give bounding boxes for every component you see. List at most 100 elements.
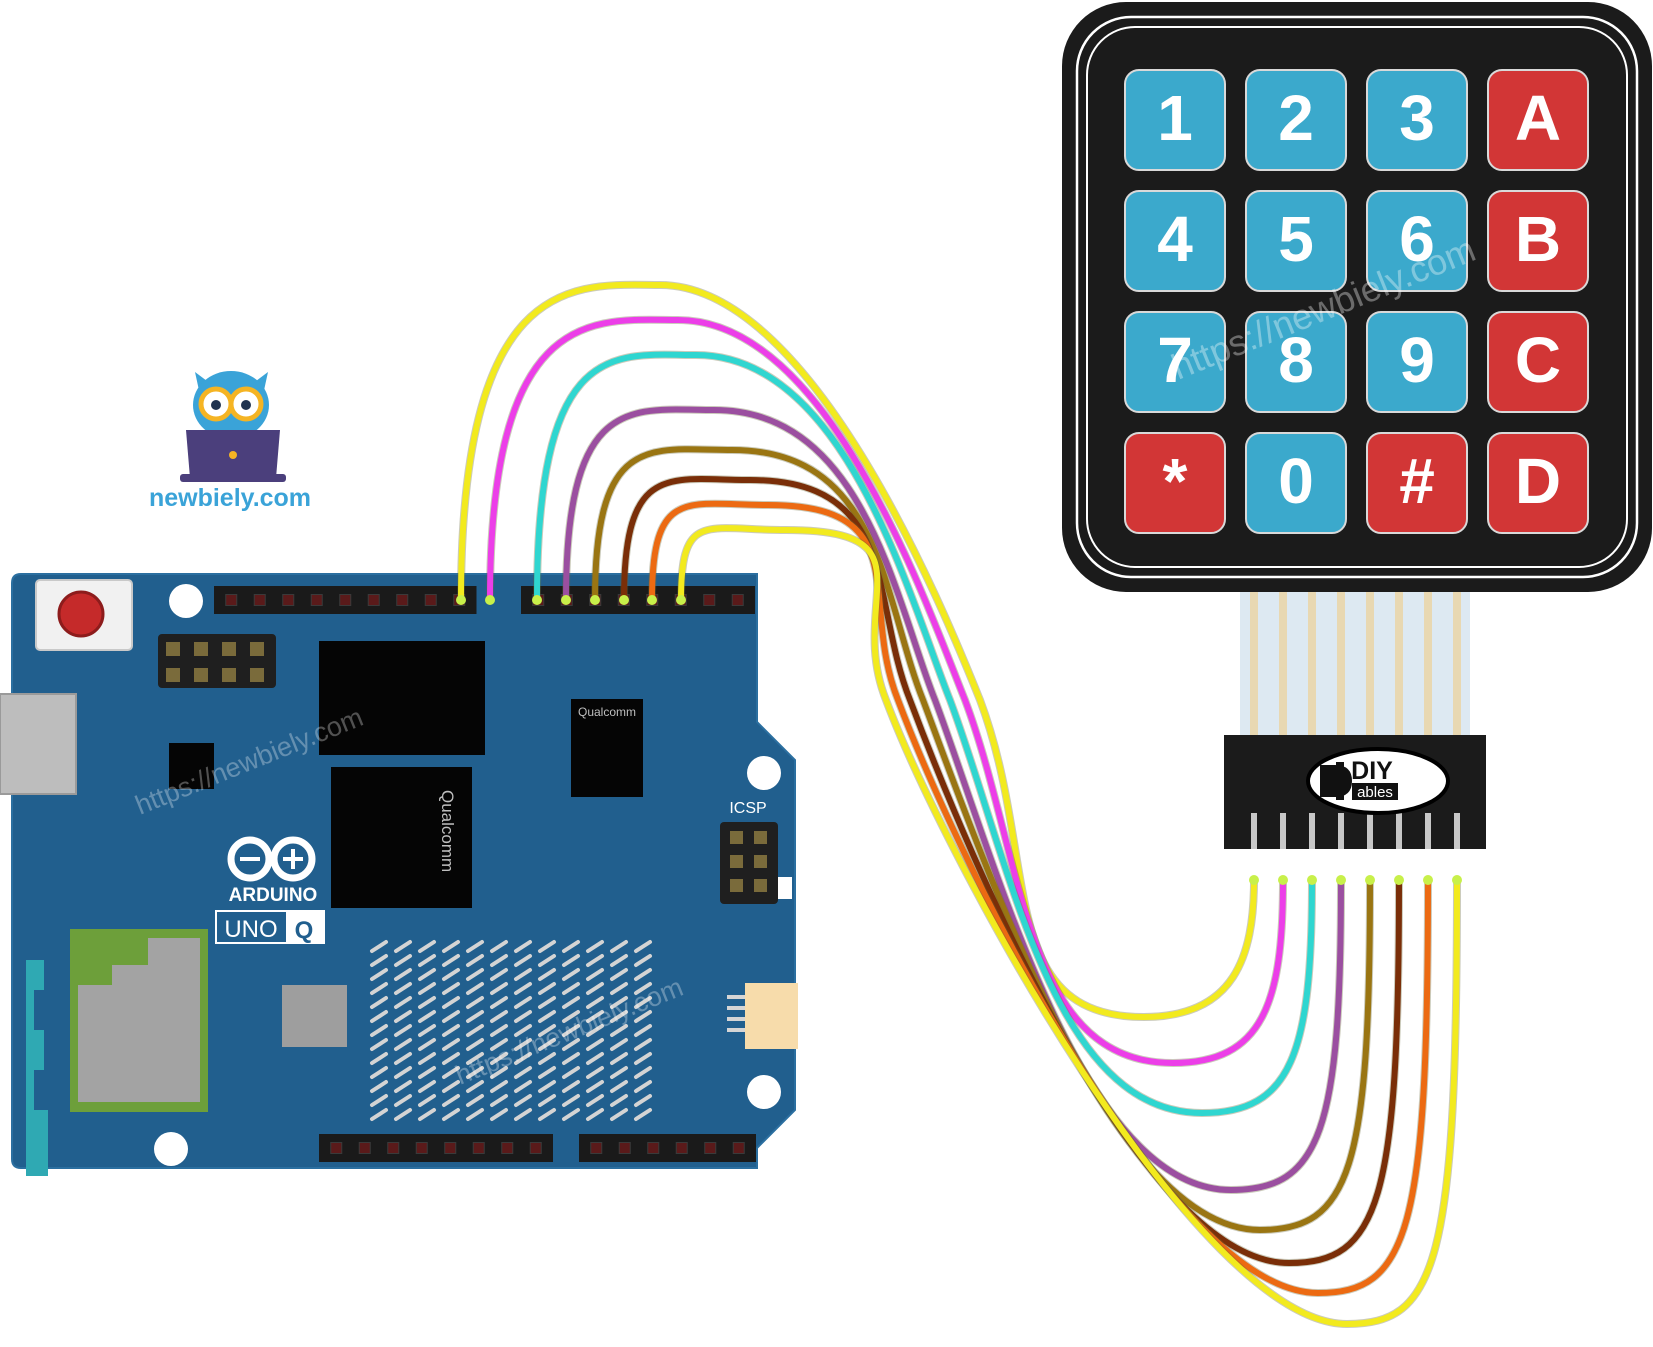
led: [394, 1010, 412, 1023]
led: [490, 982, 508, 995]
header-pin: [590, 1142, 603, 1154]
led: [610, 1052, 628, 1065]
wire-end: [1394, 875, 1404, 885]
wire-end: [1423, 875, 1433, 885]
led: [634, 1010, 652, 1023]
icsp-header: [720, 822, 792, 904]
icsp-pin: [754, 879, 767, 892]
keypad-key-label: 2: [1278, 82, 1314, 154]
connector-pin: [1396, 813, 1402, 849]
led: [490, 1024, 508, 1037]
led: [538, 968, 556, 981]
ribbon-cable: [1240, 592, 1470, 738]
led: [466, 1038, 484, 1051]
led: [370, 982, 388, 995]
jumper-header: [158, 634, 276, 688]
led: [562, 940, 580, 953]
led: [514, 1094, 532, 1107]
ribbon-strand: [1279, 592, 1287, 738]
wire: [621, 476, 1402, 1267]
wire: [592, 446, 1373, 1234]
led: [418, 996, 436, 1009]
led: [538, 1024, 556, 1037]
led: [466, 1024, 484, 1037]
led: [610, 940, 628, 953]
wire-end: [1307, 875, 1317, 885]
led: [538, 1038, 556, 1051]
header-pin: [310, 594, 323, 606]
led: [442, 1094, 460, 1107]
led: [490, 1010, 508, 1023]
led: [394, 1108, 412, 1121]
led: [370, 954, 388, 967]
owl-mascot-icon: [190, 371, 272, 439]
wire-end: [532, 595, 542, 605]
led: [442, 982, 460, 995]
led: [490, 996, 508, 1009]
header-bottom-left-housing: [319, 1134, 553, 1162]
led: [394, 1094, 412, 1107]
led: [634, 954, 652, 967]
led: [442, 1010, 460, 1023]
led: [466, 1052, 484, 1065]
header-pin: [704, 1142, 717, 1154]
model-badge: [215, 910, 325, 944]
led: [562, 1080, 580, 1093]
led: [586, 982, 604, 995]
led: [634, 982, 652, 995]
jumper-pin: [250, 642, 264, 656]
led: [634, 1066, 652, 1079]
led: [514, 996, 532, 1009]
led: [634, 1080, 652, 1093]
led: [490, 1052, 508, 1065]
wire-end: [1452, 875, 1462, 885]
wire: [534, 351, 1315, 1117]
led: [538, 1080, 556, 1093]
keypad-key: [1124, 69, 1226, 171]
keypad-key: [1366, 432, 1468, 534]
icsp-pin: [754, 831, 767, 844]
led: [442, 1052, 460, 1065]
led: [538, 1010, 556, 1023]
arduino-infinity-icon: [227, 836, 316, 882]
wire-end: [485, 595, 495, 605]
connector-pins: [1251, 813, 1460, 849]
led: [394, 1052, 412, 1065]
antenna-trace: [26, 960, 48, 1176]
led: [514, 1024, 532, 1037]
led: [418, 1108, 436, 1121]
led: [634, 940, 652, 953]
keypad-key: [1487, 311, 1589, 413]
jumper-pin: [250, 668, 264, 682]
wire-end: [1249, 875, 1259, 885]
led: [370, 1094, 388, 1107]
keypad-key: [1245, 190, 1347, 292]
header-pin: [396, 594, 409, 606]
qwiic-connector: [745, 983, 798, 1049]
wire-end: [1278, 875, 1288, 885]
led: [610, 996, 628, 1009]
led: [442, 940, 460, 953]
wifi-module: [70, 929, 208, 1112]
keypad-key: [1366, 69, 1468, 171]
keypad-key-label: 3: [1399, 82, 1435, 154]
led: [418, 968, 436, 981]
keypad-key: [1124, 311, 1226, 413]
led: [586, 1066, 604, 1079]
wires: [456, 280, 1462, 1329]
laptop-icon: [180, 430, 286, 482]
led: [562, 1024, 580, 1037]
led: [610, 1024, 628, 1037]
led: [610, 982, 628, 995]
icsp-pin: [754, 855, 767, 868]
chip-small: [169, 743, 214, 789]
led: [634, 1024, 652, 1037]
led: [370, 1052, 388, 1065]
icsp-pin: [730, 831, 743, 844]
led: [418, 1038, 436, 1051]
keypad-key: [1245, 69, 1347, 171]
led: [370, 1024, 388, 1037]
arduino-uno-q-board: Qualcomm Qualcomm ICSP ARDUINO UNO Q: [0, 573, 798, 1176]
ribbon-strand: [1337, 592, 1345, 738]
connector-pin: [1425, 813, 1431, 849]
